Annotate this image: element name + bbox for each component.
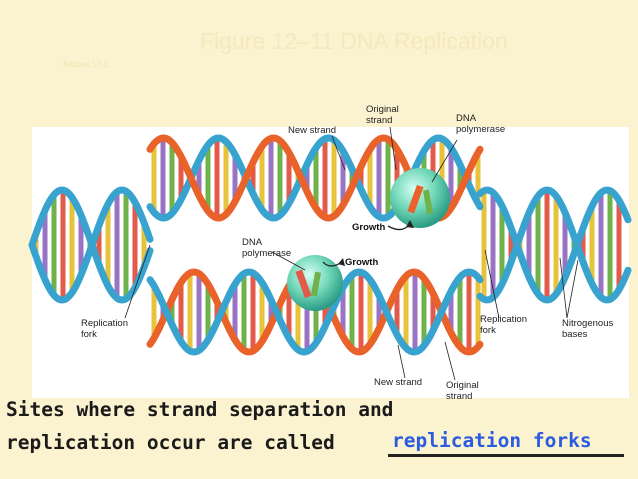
dna-polymerase-enzyme-top xyxy=(390,168,450,228)
dna-polymerase-bottom xyxy=(287,255,343,311)
nucleotide-bottom-2 xyxy=(310,271,322,297)
label-dna-polymerase-top: DNA polymerase xyxy=(456,113,506,135)
right-helix-strand-a xyxy=(476,186,632,304)
answer-blank-line xyxy=(388,454,624,457)
nucleotide-bottom xyxy=(295,269,312,299)
caption-line-1: Sites where strand separation and xyxy=(6,398,394,421)
caption-line-2: replication occur are called xyxy=(6,431,335,454)
label-nitrogenous-bases: Nitrogenous bases xyxy=(562,318,614,340)
label-new-strand-top: New strand xyxy=(288,125,337,136)
growth-arrowhead-middle xyxy=(338,258,345,266)
leader-lines xyxy=(124,126,579,381)
left-helix-strand-b xyxy=(28,186,154,304)
label-dna-polymerase-left: DNA polymerase xyxy=(242,237,292,259)
growth-arrowhead-top xyxy=(406,220,414,228)
section-label: Section 12-2 xyxy=(63,60,108,69)
label-replication-fork-left: Replication fork xyxy=(81,318,128,340)
label-growth-middle: Growth xyxy=(345,257,379,268)
nucleotide-top-2 xyxy=(422,189,434,215)
dna-polymerase-top xyxy=(390,168,450,228)
label-growth-top: Growth xyxy=(352,222,386,233)
top-daughter-helix-strand-a xyxy=(146,134,484,222)
dna-backbones xyxy=(28,134,632,356)
bottom-daughter-helix-strand-b xyxy=(146,268,484,356)
caption-answer: replication forks xyxy=(392,429,592,452)
nucleotide-top xyxy=(407,184,424,214)
label-original-strand-bottom: Original strand xyxy=(446,380,479,402)
right-helix-strand-b xyxy=(476,186,632,304)
label-original-strand-top: Original strand xyxy=(366,104,399,126)
label-new-strand-bottom: New strand xyxy=(374,377,423,388)
label-replication-fork-right: Replication fork xyxy=(480,314,527,336)
slide-title: Figure 12–11 DNA Replication xyxy=(200,28,508,54)
